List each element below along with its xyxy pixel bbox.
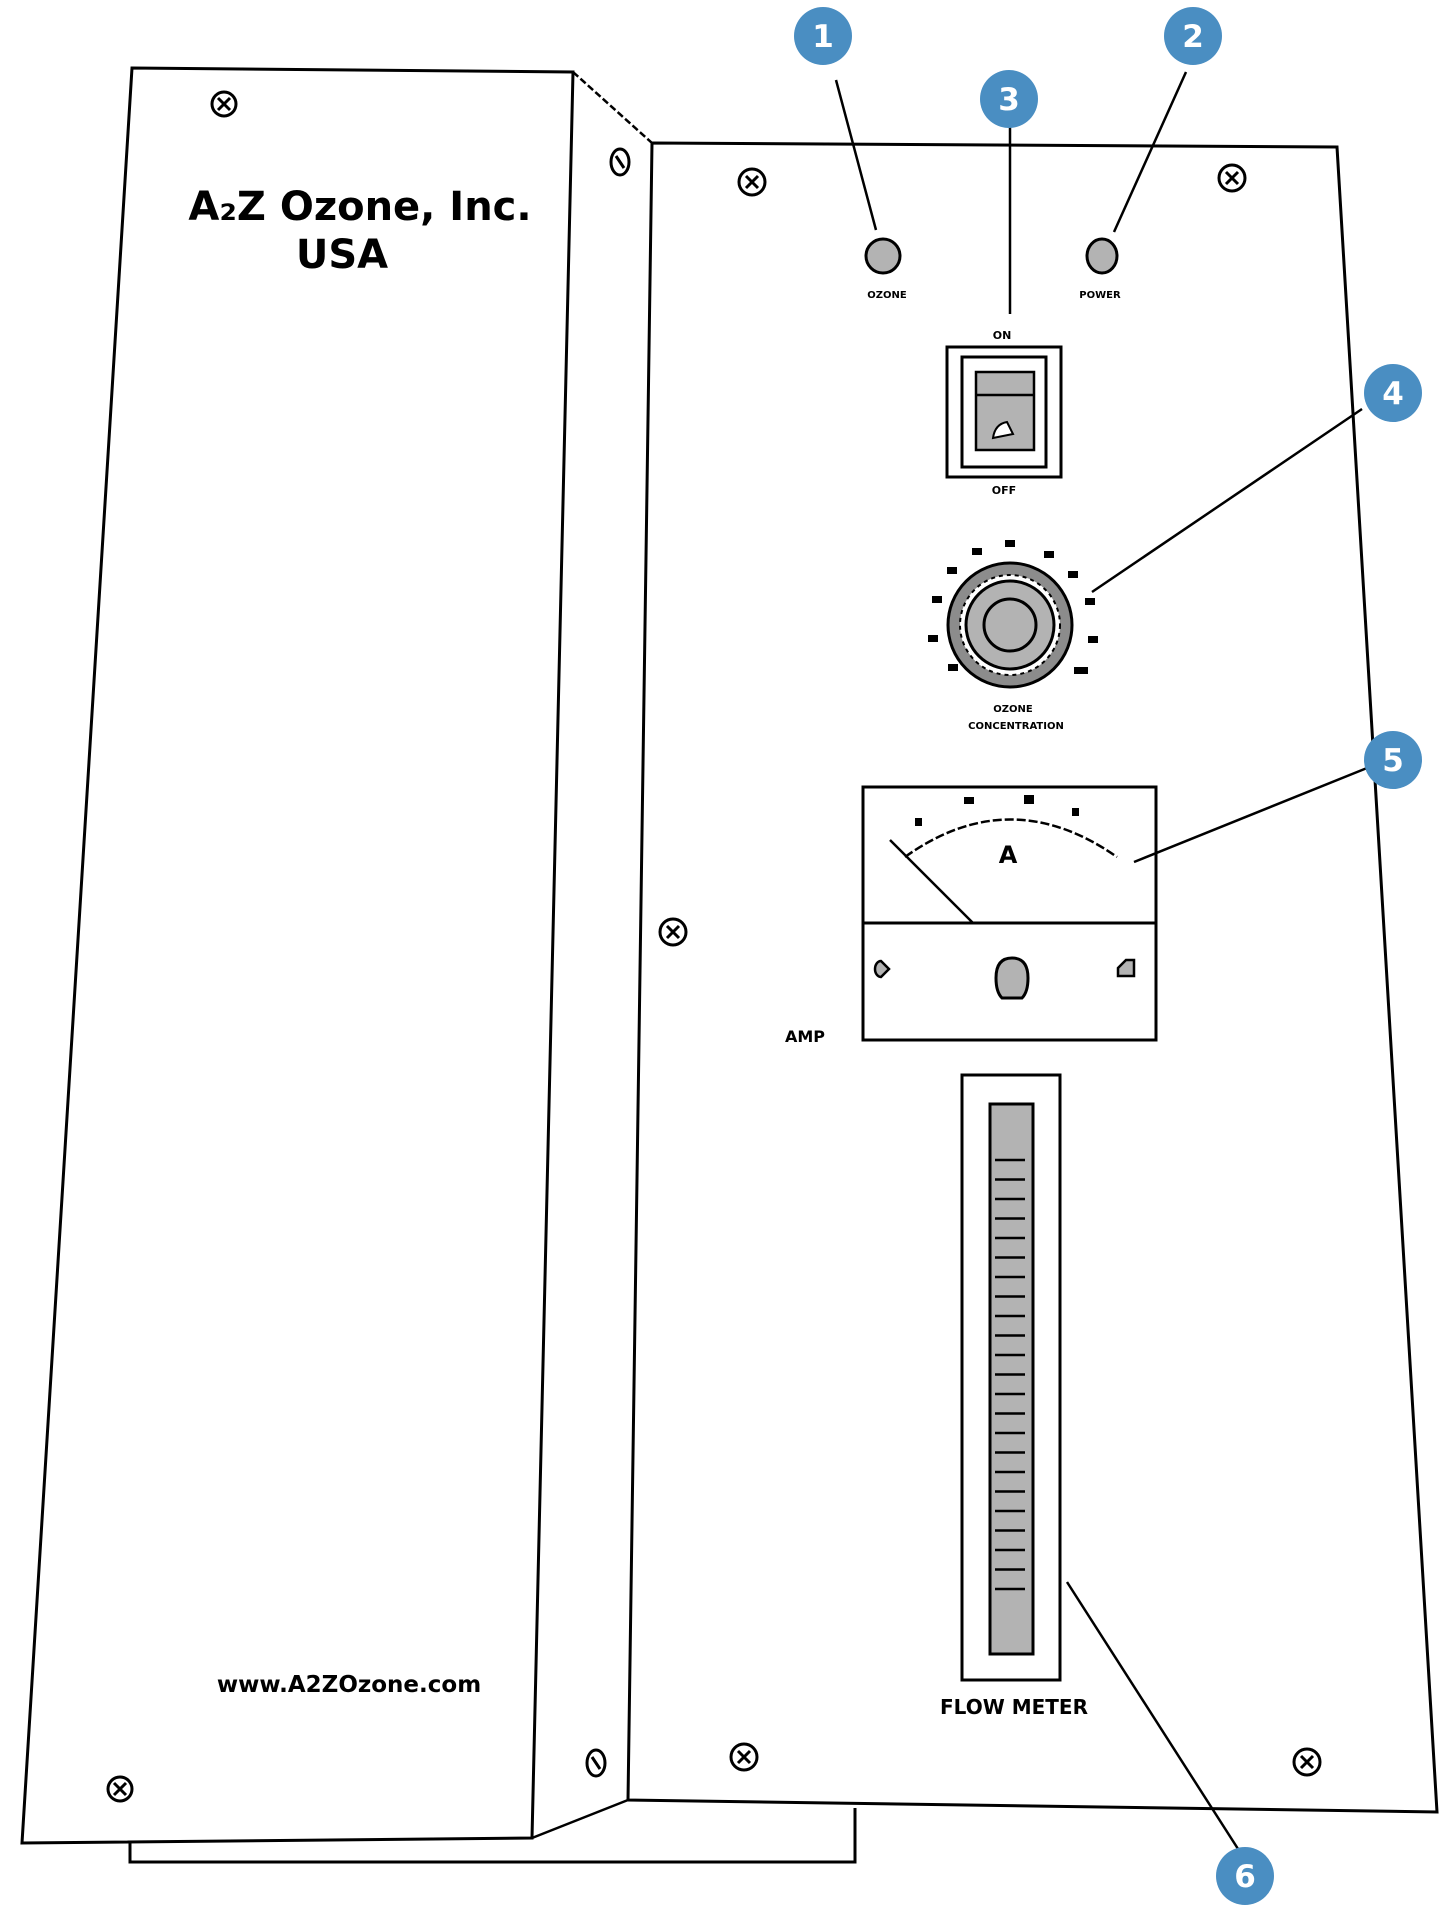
callout-circle: [1364, 364, 1422, 422]
top-bevel-edge: [572, 71, 653, 144]
flow-meter-scale: [995, 1158, 1025, 1591]
concentration-knob: OZONE CONCENTRATION: [928, 540, 1098, 732]
knob-label-line1: OZONE: [993, 704, 1033, 715]
power-indicator-label: POWER: [1079, 290, 1121, 301]
screw-icon: [609, 147, 631, 177]
switch-off-label: OFF: [992, 484, 1016, 497]
callout-circle: [1164, 7, 1222, 65]
callout-number: 1: [812, 19, 834, 55]
callout-marker-2: 2: [1164, 7, 1222, 65]
side-panel: A₂Z Ozone, Inc. USA www.A2ZOzone.com: [20, 66, 857, 1864]
callout-circle: [980, 70, 1038, 128]
ozone-indicator-label: OZONE: [867, 290, 907, 301]
callout-marker-1: 1: [794, 7, 852, 65]
callout-leaders: [834, 71, 1373, 1853]
screw-icon: [106, 1775, 134, 1803]
callout-marker-4: 4: [1364, 364, 1422, 422]
power-indicator-light: POWER: [1079, 237, 1121, 301]
switch-on-label: ON: [993, 329, 1012, 342]
callout-marker-3: 3: [980, 70, 1038, 128]
callout-number: 6: [1234, 1859, 1256, 1895]
company-name: A₂Z Ozone, Inc.: [188, 184, 531, 230]
front-panel: OZONE POWER ON OFF: [626, 141, 1439, 1814]
side-panel-outline: [20, 66, 575, 1845]
knob-scale-marks: [928, 540, 1098, 674]
callout-number: 4: [1382, 376, 1404, 412]
ozone-indicator-light: OZONE: [864, 237, 907, 301]
screw-icon: [1292, 1747, 1322, 1777]
callout-circle: [794, 7, 852, 65]
callout-circle: [1216, 1847, 1274, 1905]
amp-meter: A AMP: [785, 785, 1158, 1046]
knob-label-line2: CONCENTRATION: [968, 721, 1064, 732]
side-panel-divider: [531, 1798, 629, 1840]
screw-icon: [658, 917, 688, 947]
callout-circle: [1364, 731, 1422, 789]
callout-number: 3: [998, 82, 1020, 118]
screw-icon: [737, 167, 767, 197]
callout-marker-5: 5: [1364, 731, 1422, 789]
meter-needle: [889, 839, 974, 924]
base-plate: [128, 1808, 857, 1864]
company-country: USA: [296, 232, 388, 278]
callout-number: 5: [1382, 743, 1404, 779]
flow-meter: FLOW METER: [940, 1073, 1088, 1719]
meter-scale-ticks: [915, 795, 1079, 826]
meter-adjust-screw-left: [873, 959, 891, 979]
meter-zero-knob: [994, 956, 1030, 1000]
meter-unit-symbol: A: [999, 841, 1018, 869]
callout-number: 2: [1182, 19, 1204, 55]
power-switch: ON OFF: [945, 329, 1063, 497]
meter-adjust-screw-right: [1116, 958, 1136, 978]
screw-icon: [210, 90, 238, 118]
screw-icon: [1217, 163, 1247, 193]
flow-meter-label: FLOW METER: [940, 1695, 1088, 1719]
amp-meter-label: AMP: [785, 1027, 825, 1046]
screw-icon: [729, 1742, 759, 1772]
company-website: www.A2ZOzone.com: [217, 1672, 481, 1698]
screw-icon: [585, 1748, 607, 1778]
callout-marker-6: 6: [1216, 1847, 1274, 1905]
